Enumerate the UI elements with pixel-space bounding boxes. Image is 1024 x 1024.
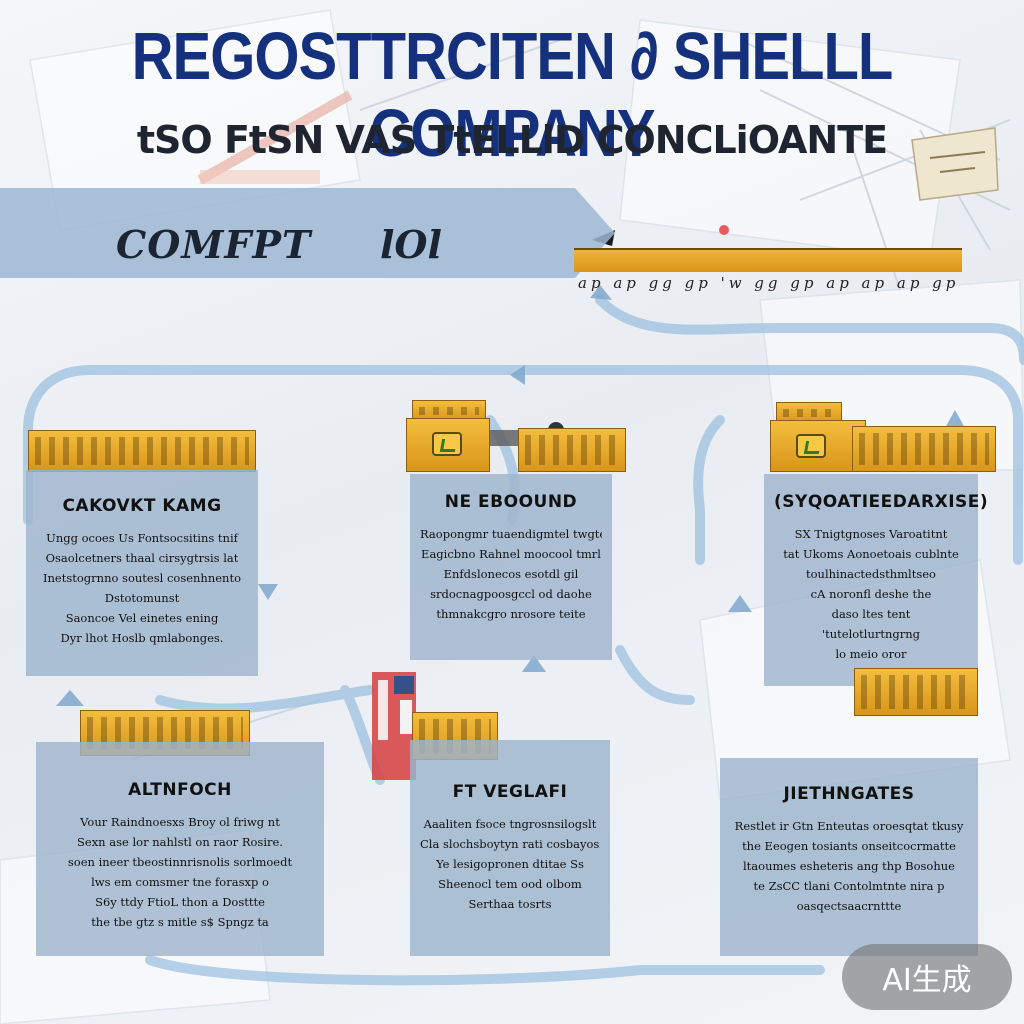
card-title: (SYQOATIEEDARXISE) [774, 492, 989, 512]
card-line: lo meio oror [835, 647, 907, 661]
info-card: CAKOVKT KAMG Ungg ocoes Us Fontsocsitins… [26, 470, 258, 676]
ai-generated-watermark: AI生成 [842, 944, 1012, 1010]
folder-tab [412, 400, 486, 422]
card-body: Raopongmr tuaendigmtel twgtel Eagicbno R… [420, 524, 602, 624]
card-line: Osaolcetners thaal cirsygtrsis lat [45, 551, 239, 565]
check-badge-icon [432, 432, 462, 456]
card-line: Dyr lhot Hoslb qmlabonges. [60, 631, 224, 645]
card-line: ltaoumes esheteris ang thp Bosohue [743, 859, 955, 873]
card-line: Sexn ase lor nahlstl on raor Rosire. [77, 835, 283, 849]
card-title: NE EBOOUND [444, 492, 578, 512]
card-body: Ungg ocoes Us Fontsocsitins tnif Osaolce… [36, 528, 248, 648]
info-card: FT VEGLAFI Aaaliten fsoce tngrosnsilogsl… [410, 740, 610, 956]
card-line: srdocnagpoosgccl od daohe [430, 587, 592, 601]
card-line: Sheenocl tem ood olbom [438, 877, 582, 891]
info-card: (SYQOATIEEDARXISE) SX Tnigtgnoses Varoat… [764, 474, 989, 686]
card-title: ALTNFOCH [128, 780, 232, 800]
info-card: NE EBOOUND Raopongmr tuaendigmtel twgtel… [410, 474, 612, 660]
card-line: Ungg ocoes Us Fontsocsitins tnif [46, 531, 238, 545]
card-line: S6y ttdy FtioL thon a Dosttte [95, 895, 265, 909]
card-line: oasqectsaacrnttte [796, 899, 902, 913]
card-line: daso ltes tent [831, 607, 911, 621]
card-line: the tbe gtz s mitle s$ Spngz ta [91, 915, 269, 929]
card-body: Aaaliten fsoce tngrosnsilogslt Cla sloch… [420, 814, 600, 914]
banner-ribbon [0, 188, 615, 278]
page-subtitle: tSO FtSN VAS TtELLlD CONCLiOANTE [136, 118, 888, 162]
card-title: JIETHNGATES [783, 784, 915, 804]
card-line: 'tutelotlurtngrng [821, 627, 921, 641]
card-title: FT VEGLAFI [452, 782, 568, 802]
card-line: Eagicbno Rahnel moocool tmrl [421, 547, 601, 561]
check-badge-icon [796, 434, 826, 458]
card-line: Restlet ir Gtn Enteutas oroesqtat tkusy [734, 819, 964, 833]
card-line: Dstotomunst [104, 591, 180, 605]
card-line: Ye lesigopronen dtitae Ss [436, 857, 584, 871]
folder-tab [28, 430, 256, 472]
folder-tab [518, 428, 626, 472]
card-line: the Eeogen tosiants onseitcocrmatte [742, 839, 956, 853]
info-card: ALTNFOCH Vour Raindnoesxs Broy ol friwg … [36, 742, 324, 956]
banner-number: lOl [380, 222, 442, 267]
card-line: SX Tnigtgnoses Varoatitnt [794, 527, 948, 541]
page-title: REGOSTTRCITEN ∂ SHELLL COMPANY [131, 19, 894, 171]
ruler-text: ap ap gg gp 'w gg gp ap ap ap gp gp ap a… [578, 274, 968, 292]
card-line: Enfdslonecos esotdl gil [443, 567, 579, 581]
card-title: CAKOVKT KAMG [62, 496, 222, 516]
card-line: tat Ukoms Aonoetoais cublnte [783, 547, 959, 561]
card-line: soen ineer tbeostinnrisnolis sorlmoedt [67, 855, 293, 869]
card-line: lws em comsmer tne forasxp o [91, 875, 269, 889]
folder-tab [776, 402, 842, 424]
card-line: te ZsCC tlani Contolmtnte nira p [753, 879, 945, 893]
card-body: Vour Raindnoesxs Broy ol friwg nt Sexn a… [46, 812, 314, 932]
card-line: cA noronfl deshe the [810, 587, 932, 601]
card-body: SX Tnigtgnoses Varoatitnt tat Ukoms Aono… [774, 524, 968, 664]
card-line: Raopongmr tuaendigmtel twgtel [420, 527, 602, 541]
card-line: Saoncoe Vel einetes ening [65, 611, 219, 625]
folder-tab [852, 426, 996, 472]
card-line: Serthaa tosrts [468, 897, 552, 911]
banner-label: COMFPT [116, 222, 312, 267]
info-card: JIETHNGATES Restlet ir Gtn Enteutas oroe… [720, 758, 978, 956]
card-line: Aaaliten fsoce tngrosnsilogslt [423, 817, 597, 831]
ruler-bar [574, 248, 962, 272]
card-line: Inetstogrnno soutesl cosenhnento [42, 571, 241, 585]
card-line: thmnakcgro nrosore teite [436, 607, 586, 621]
card-line: Vour Raindnoesxs Broy ol friwg nt [80, 815, 280, 829]
card-body: Restlet ir Gtn Enteutas oroesqtat tkusy … [730, 816, 968, 916]
card-line: toulhinactedsthmltseo [806, 567, 936, 581]
card-line: Cla slochsboytyn rati cosbayosi [420, 837, 600, 851]
folder-tab [854, 668, 978, 716]
